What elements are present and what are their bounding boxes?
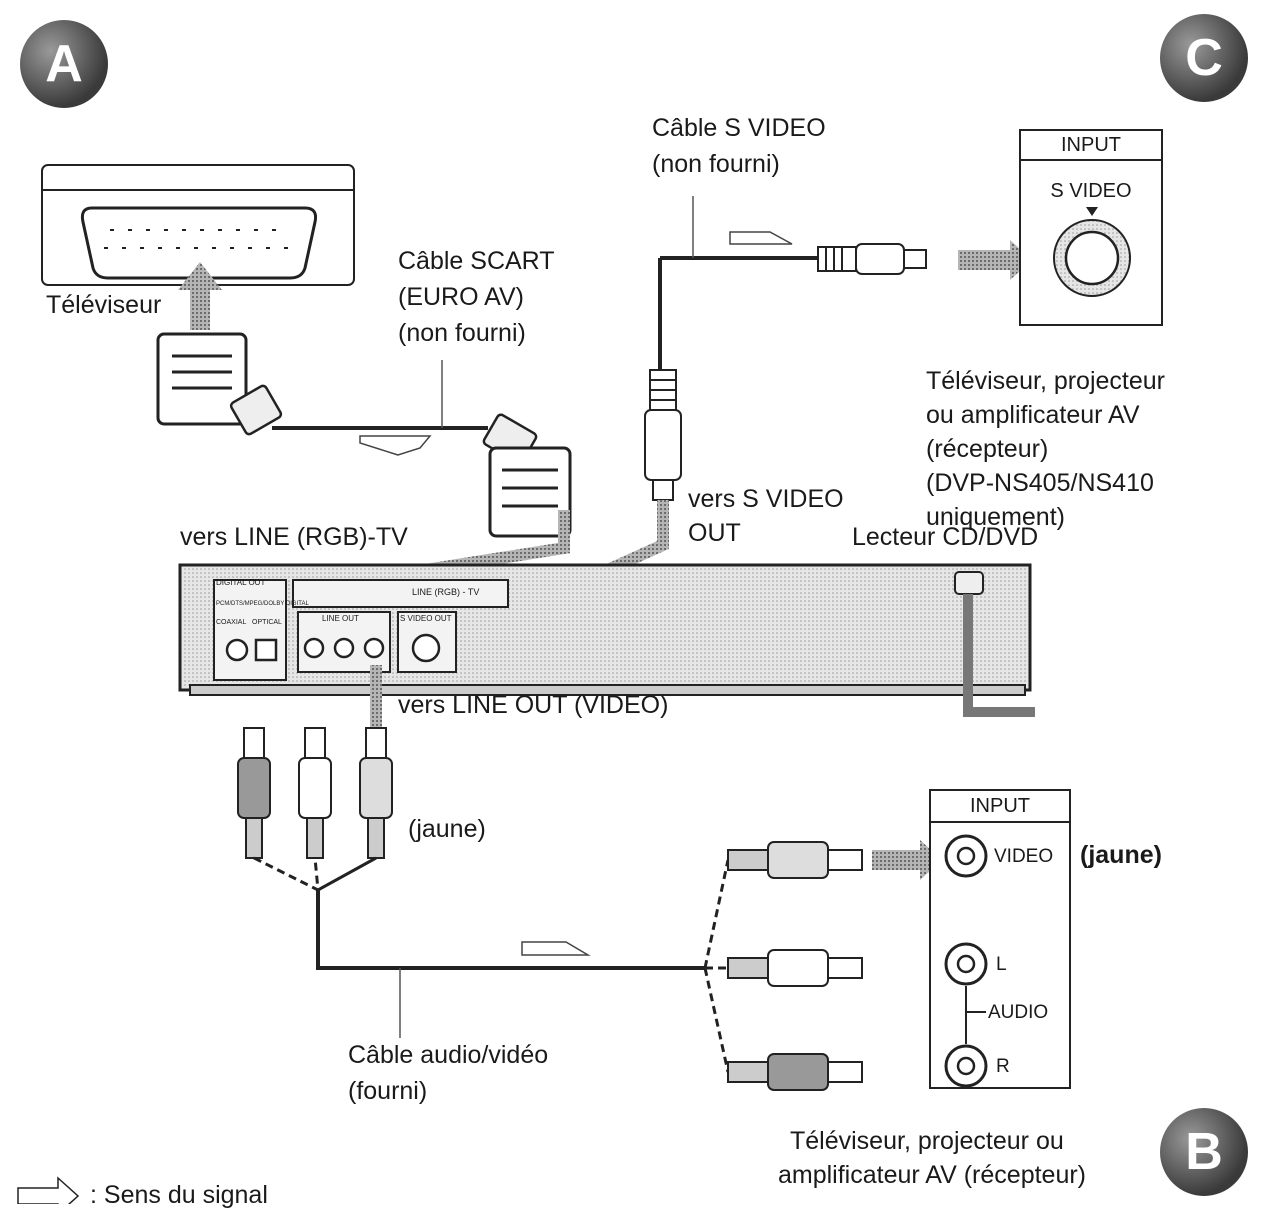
signal-arrow-c xyxy=(958,240,1032,280)
av-cable xyxy=(316,890,705,970)
panel-b-l-label: L xyxy=(996,954,1007,975)
player-svideo-out-label: S VIDEO OUT xyxy=(400,614,452,623)
signal-arrow-scart xyxy=(359,435,432,456)
svideo-plug-right xyxy=(817,243,927,275)
signal-arrow-av xyxy=(521,941,591,956)
panel-b-video-label: VIDEO xyxy=(994,846,1054,867)
device-b-label-2: amplificateur AV (récepteur) xyxy=(778,1161,1086,1189)
signal-arrow-svideo xyxy=(729,231,793,245)
svideo-plug-vertical xyxy=(644,369,682,501)
tv-scart-socket xyxy=(41,164,355,286)
panel-c-input xyxy=(1019,129,1163,326)
svideo-cable-label-2: (non fourni) xyxy=(652,150,780,178)
tv-label: Téléviseur xyxy=(46,291,162,319)
scart-cable-label-2: (EURO AV) xyxy=(398,283,524,311)
panel-c-title: INPUT xyxy=(1061,134,1121,156)
av-cable-label-1: Câble audio/vidéo xyxy=(348,1041,549,1069)
device-c-label-5: uniquement) xyxy=(926,503,1065,531)
player-digital-out-label: DIGITAL OUT xyxy=(216,578,266,587)
to-line-rgb-label: vers LINE (RGB)-TV xyxy=(180,523,408,551)
to-line-out-label: vers LINE OUT (VIDEO) xyxy=(398,691,669,719)
player-line-out-label: LINE OUT xyxy=(322,614,359,623)
player-optical-label: OPTICAL xyxy=(252,619,282,626)
player-pcm-label: PCM/DTS/MPEG/DOLBY DIGITAL xyxy=(216,601,309,607)
player-coaxial-label: COAXIAL xyxy=(216,619,247,626)
svideo-cable-label-1: Câble S VIDEO xyxy=(652,114,826,142)
scart-plug-left xyxy=(156,332,283,436)
signal-arrow-b xyxy=(872,840,942,880)
jaune-plug-label: (jaune) xyxy=(408,815,486,843)
panel-b-r-label: R xyxy=(996,1056,1010,1077)
panel-c-jack-label: S VIDEO xyxy=(1050,180,1132,202)
signal-arrow-up xyxy=(178,262,222,330)
panel-b-title: INPUT xyxy=(970,795,1030,817)
badge-c: C xyxy=(1160,14,1248,102)
device-c-label-2: ou amplificateur AV xyxy=(926,401,1140,429)
rca-plugs-player xyxy=(237,727,393,859)
panel-b-audio-label: AUDIO xyxy=(988,1002,1049,1023)
signal-legend-label: : Sens du signal xyxy=(90,1181,268,1209)
to-svideo-out-label-1: vers S VIDEO xyxy=(688,485,844,513)
av-cable-label-2: (fourni) xyxy=(348,1077,428,1105)
dvd-player-rear xyxy=(178,563,1032,696)
power-cord xyxy=(963,594,1035,717)
scart-cable-label-1: Câble SCART xyxy=(398,247,555,275)
device-c-label-1: Téléviseur, projecteur xyxy=(926,367,1166,395)
badge-b: B xyxy=(1160,1108,1248,1196)
badge-a: A xyxy=(20,20,108,108)
player-label: Lecteur CD/DVD xyxy=(852,523,1039,551)
scart-cable-label-3: (non fourni) xyxy=(398,319,526,347)
legend-arrow xyxy=(17,1176,80,1204)
player-line-rgb-label: LINE (RGB) - TV xyxy=(412,587,480,597)
panel-b-input xyxy=(929,789,1071,1089)
device-c-label-3: (récepteur) xyxy=(926,435,1049,463)
rca-plugs-device xyxy=(727,841,863,1091)
panel-b-video-color: (jaune) xyxy=(1080,841,1162,869)
device-c-label-4: (DVP-NS405/NS410 xyxy=(926,469,1154,497)
to-svideo-out-label-2: OUT xyxy=(688,519,741,547)
scart-plug-right xyxy=(482,413,572,538)
device-b-label-1: Téléviseur, projecteur ou xyxy=(790,1127,1064,1155)
